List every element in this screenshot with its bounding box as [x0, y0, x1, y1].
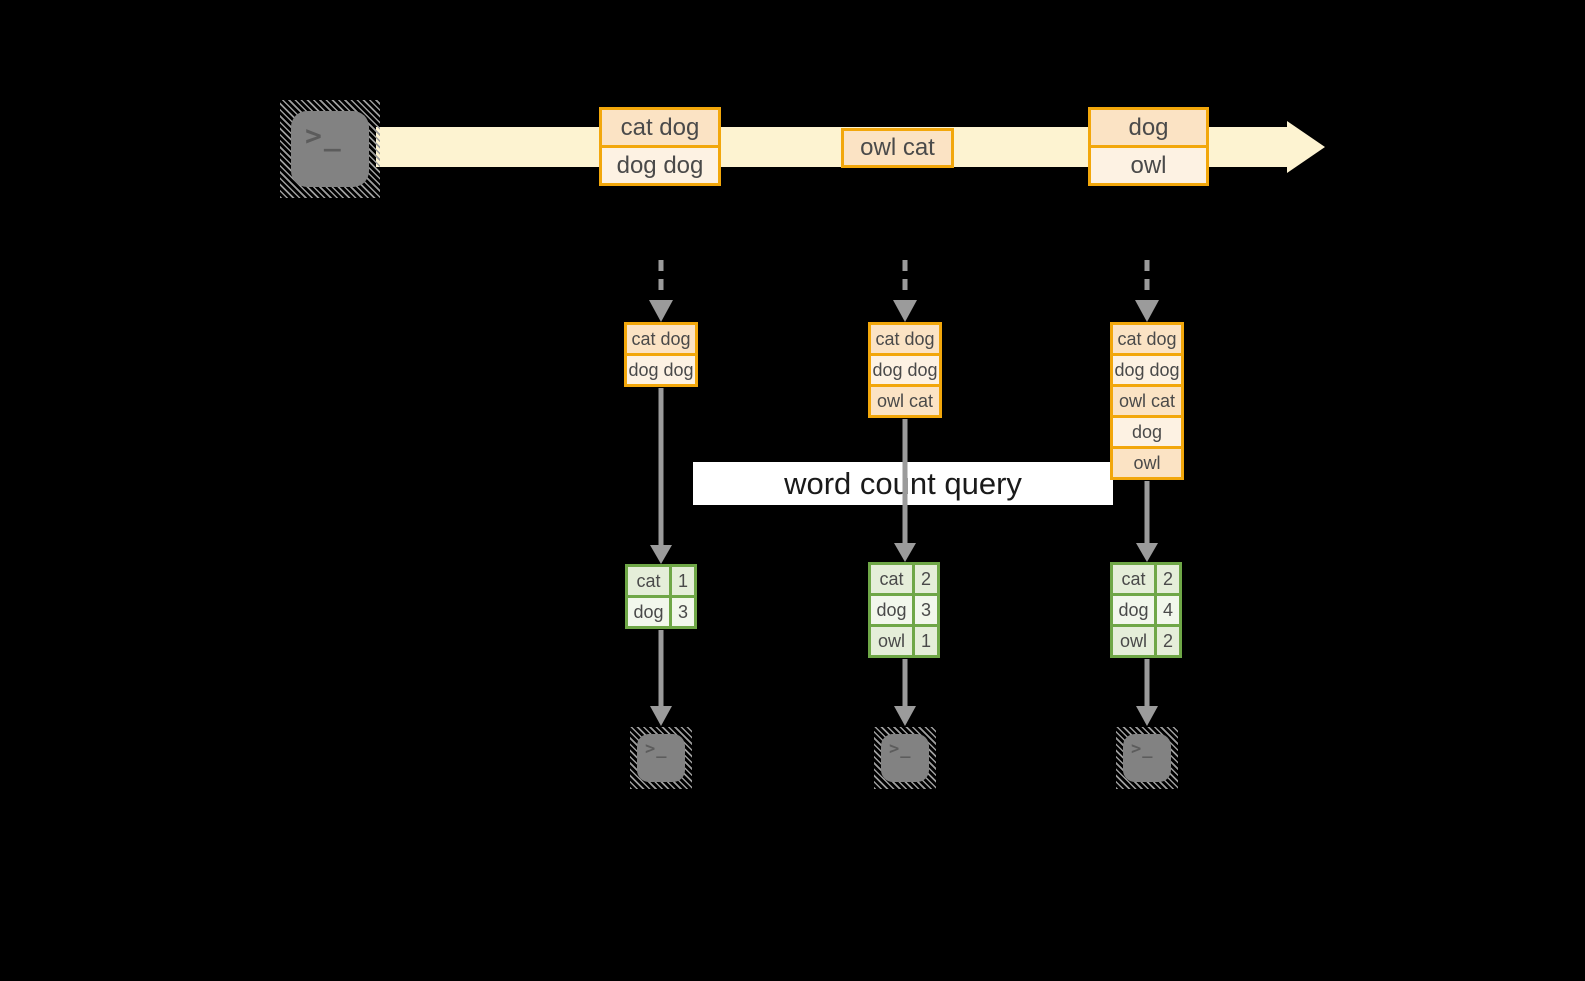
- terminal-prompt-glyph: >_: [305, 119, 343, 152]
- word-cell: owl: [1113, 627, 1154, 655]
- count-table-2: cat 2 dog 3 owl 1: [868, 562, 940, 658]
- table-row: cat 2: [1113, 565, 1179, 593]
- count-table-3: cat 2 dog 4 owl 2: [1110, 562, 1182, 658]
- banner-label: word count query: [784, 465, 1022, 501]
- count-table-1: cat 1 dog 3: [625, 564, 697, 629]
- source-terminal-icon: >_: [280, 100, 380, 198]
- ingest-arrow-2: [893, 260, 917, 322]
- terminal-screen: >_: [291, 111, 369, 187]
- stack-line: cat dog: [627, 325, 695, 353]
- word-cell: cat: [871, 565, 912, 593]
- count-cell: 3: [669, 598, 694, 626]
- word-cell: dog: [1113, 596, 1154, 624]
- table-row: dog 3: [871, 593, 937, 624]
- word-cell: dog: [628, 598, 669, 626]
- word-count-query-banner: word count query: [693, 462, 1113, 505]
- count-cell: 2: [912, 565, 937, 593]
- stack-line: dog dog: [627, 353, 695, 384]
- terminal-prompt-glyph: >_: [1131, 739, 1154, 759]
- output-arrow-3: [1136, 659, 1158, 726]
- word-cell: owl: [871, 627, 912, 655]
- stack-line: dog: [1113, 415, 1181, 446]
- table-row: owl 2: [1113, 624, 1179, 655]
- ingest-arrow-3: [1135, 260, 1159, 322]
- count-cell: 4: [1154, 596, 1179, 624]
- batch-line: owl cat: [844, 131, 951, 165]
- terminal-screen: >_: [637, 734, 685, 782]
- terminal-screen: >_: [1123, 734, 1171, 782]
- terminal-prompt-glyph: >_: [645, 739, 668, 759]
- received-stack-1: cat dog dog dog: [624, 322, 698, 387]
- query-arrow-3: [1136, 481, 1158, 562]
- stack-line: cat dog: [871, 325, 939, 353]
- count-cell: 2: [1154, 627, 1179, 655]
- stream-arrowhead-icon: [1287, 121, 1325, 173]
- received-stack-3: cat dog dog dog owl cat dog owl: [1110, 322, 1184, 480]
- batch-line: owl: [1091, 145, 1206, 183]
- table-row: dog 4: [1113, 593, 1179, 624]
- stream-batch-3: dog owl: [1088, 107, 1209, 186]
- terminal-prompt-glyph: >_: [889, 739, 912, 759]
- table-row: dog 3: [628, 595, 694, 626]
- batch-line: dog: [1091, 110, 1206, 145]
- terminal-screen: >_: [881, 734, 929, 782]
- stack-line: owl cat: [1113, 384, 1181, 415]
- word-cell: cat: [628, 567, 669, 595]
- sink-terminal-icon-3: >_: [1116, 727, 1178, 789]
- batch-line: dog dog: [602, 145, 718, 183]
- stack-line: dog dog: [871, 353, 939, 384]
- stream-batch-2: owl cat: [841, 128, 954, 168]
- received-stack-2: cat dog dog dog owl cat: [868, 322, 942, 418]
- word-cell: dog: [871, 596, 912, 624]
- stack-line: owl cat: [871, 384, 939, 415]
- count-cell: 1: [912, 627, 937, 655]
- count-cell: 1: [669, 567, 694, 595]
- word-cell: cat: [1113, 565, 1154, 593]
- table-row: cat 1: [628, 567, 694, 595]
- batch-line: cat dog: [602, 110, 718, 145]
- output-arrow-2: [894, 659, 916, 726]
- query-arrow-1: [650, 388, 672, 564]
- sink-terminal-icon-1: >_: [630, 727, 692, 789]
- table-row: owl 1: [871, 624, 937, 655]
- stack-line: cat dog: [1113, 325, 1181, 353]
- stack-line: owl: [1113, 446, 1181, 477]
- count-cell: 3: [912, 596, 937, 624]
- count-cell: 2: [1154, 565, 1179, 593]
- sink-terminal-icon-2: >_: [874, 727, 936, 789]
- stream-batch-1: cat dog dog dog: [599, 107, 721, 186]
- table-row: cat 2: [871, 565, 937, 593]
- output-arrow-1: [650, 630, 672, 726]
- ingest-arrow-1: [649, 260, 673, 322]
- stack-line: dog dog: [1113, 353, 1181, 384]
